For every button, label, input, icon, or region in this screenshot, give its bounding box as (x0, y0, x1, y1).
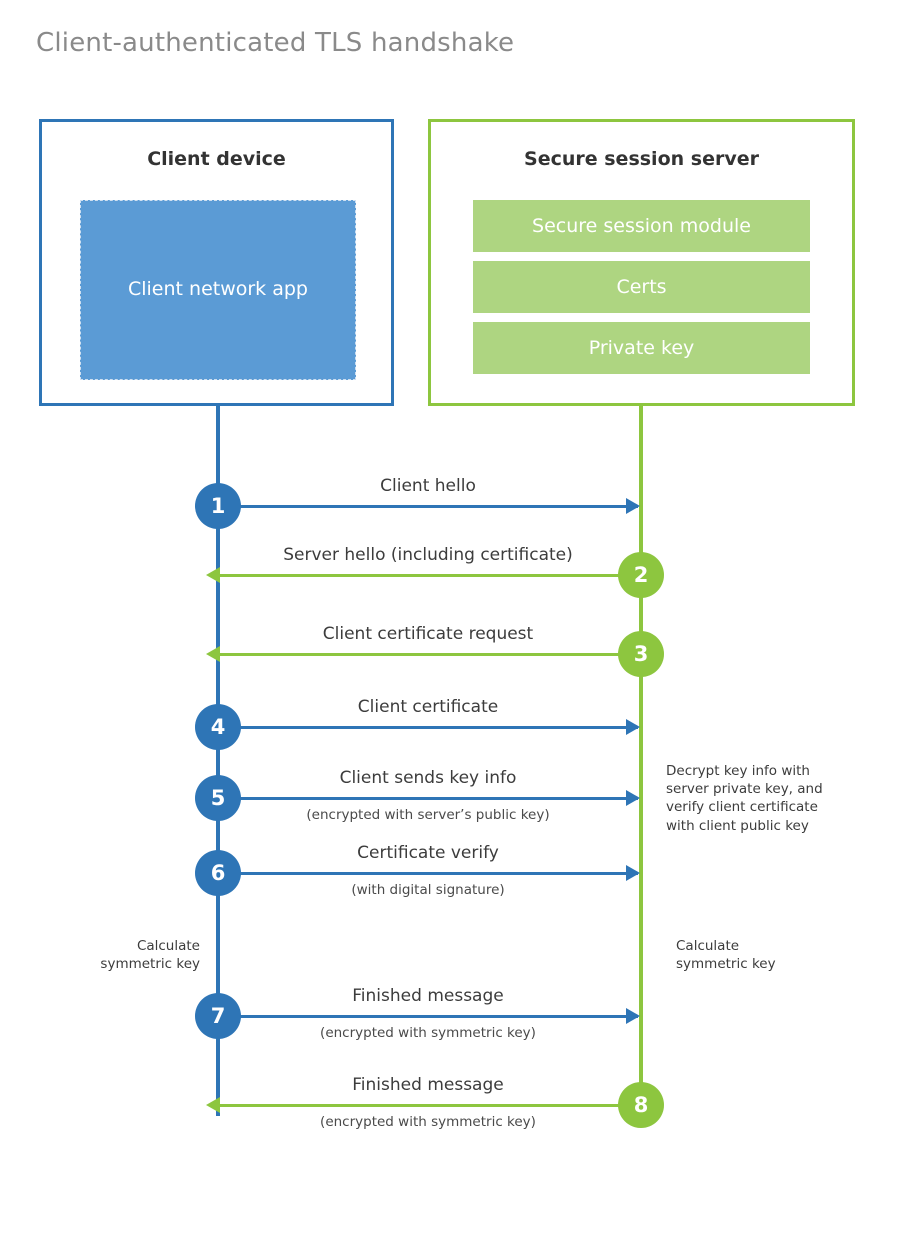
step-7-arrow-head-icon (626, 1008, 640, 1024)
annotation-server-calculate-symmetric-key: Calculate symmetric key (676, 938, 776, 973)
step-6-arrow-line (218, 872, 638, 875)
client-lifeline (216, 404, 220, 1116)
step-5-arrow-head-icon (626, 790, 640, 806)
step-3-label: Client certificate request (322, 624, 534, 644)
step-3-arrow-line (220, 653, 640, 656)
step-number-badge-7: 7 (195, 993, 241, 1039)
server-component-certs: Certs (473, 261, 810, 313)
step-6-label: Certificate verify (357, 843, 499, 863)
step-6-arrow-head-icon (626, 865, 640, 881)
step-2-arrow-line (220, 574, 640, 577)
step-4-arrow-head-icon (626, 719, 640, 735)
client-device-box: Client device Client network app (39, 119, 394, 406)
step-8-label: Finished message (352, 1075, 504, 1095)
annotation-client-calculate-symmetric-key: Calculate symmetric key (100, 938, 200, 973)
step-8-arrow-head-icon (206, 1097, 220, 1113)
step-7-sublabel: (encrypted with symmetric key) (320, 1025, 536, 1041)
step-number-badge-4: 4 (195, 704, 241, 750)
step-1-arrow-head-icon (626, 498, 640, 514)
step-number-badge-6: 6 (195, 850, 241, 896)
server-component-secure-session-module: Secure session module (473, 200, 810, 252)
step-number-badge-3: 3 (618, 631, 664, 677)
step-2-label: Server hello (including certificate) (283, 545, 573, 565)
server-component-private-key: Private key (473, 322, 810, 374)
step-number-badge-8: 8 (618, 1082, 664, 1128)
page-title: Client-authenticated TLS handshake (36, 28, 515, 58)
step-1-label: Client hello (380, 476, 476, 496)
step-6-sublabel: (with digital signature) (351, 882, 505, 898)
step-3-arrow-head-icon (206, 646, 220, 662)
step-number-badge-1: 1 (195, 483, 241, 529)
step-5-arrow-line (218, 797, 638, 800)
step-8-sublabel: (encrypted with symmetric key) (320, 1114, 536, 1130)
step-4-arrow-line (218, 726, 638, 729)
client-network-app-box: Client network app (80, 200, 356, 380)
step-7-label: Finished message (352, 986, 504, 1006)
step-1-arrow-line (218, 505, 638, 508)
step-7-arrow-line (218, 1015, 638, 1018)
secure-session-server-title: Secure session server (524, 148, 759, 170)
step-number-badge-2: 2 (618, 552, 664, 598)
step-5-sublabel: (encrypted with server’s public key) (306, 807, 550, 823)
secure-session-server-box: Secure session server Secure session mod… (428, 119, 855, 406)
step-2-arrow-head-icon (206, 567, 220, 583)
step-5-label: Client sends key info (339, 768, 517, 788)
step-number-badge-5: 5 (195, 775, 241, 821)
client-device-title: Client device (147, 148, 286, 170)
server-lifeline (639, 404, 643, 1106)
step-4-label: Client certificate (357, 697, 499, 717)
annotation-server-decrypt: Decrypt key info with server private key… (666, 763, 823, 834)
step-8-arrow-line (220, 1104, 640, 1107)
